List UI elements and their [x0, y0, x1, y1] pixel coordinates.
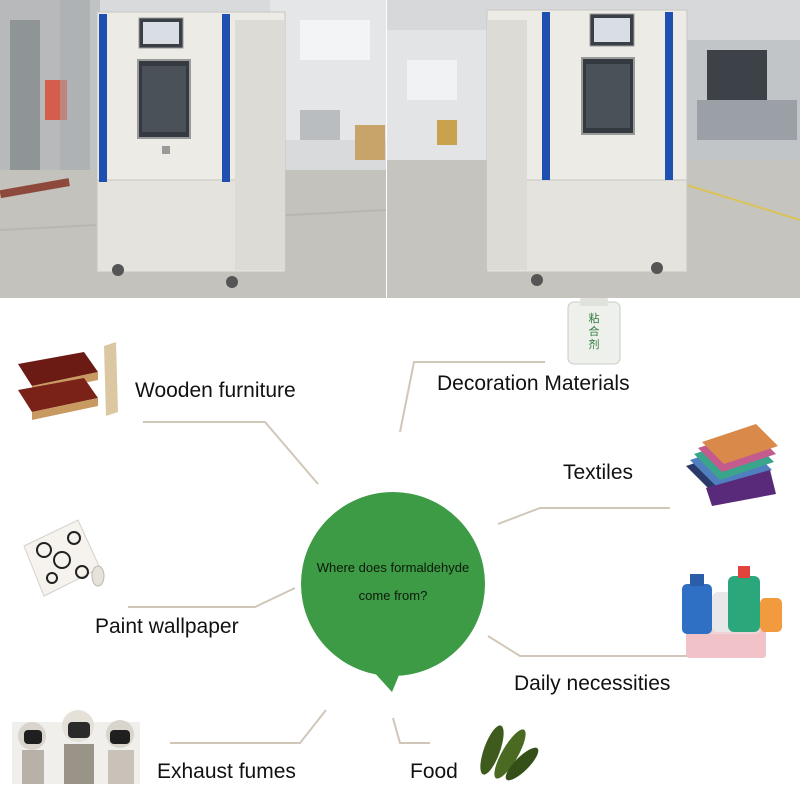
- label-paint-wallpaper: Paint wallpaper: [95, 615, 239, 638]
- fabric-swatch-icon: [686, 424, 778, 506]
- connector-decoration-materials: [399, 361, 545, 433]
- wallpaper-roll-icon: [23, 519, 105, 597]
- connector-food: [392, 717, 430, 744]
- bubble-circle: [301, 492, 485, 676]
- chamber-photo-right: [387, 0, 800, 298]
- connector-paint-wallpaper: [128, 587, 296, 608]
- adhesive-bucket-label: 粘合剂: [589, 311, 600, 351]
- connector-wooden-furniture: [143, 421, 319, 485]
- center-question-line2: come from?: [358, 588, 428, 603]
- label-daily-necessities: Daily necessities: [514, 672, 671, 695]
- adhesive-bucket-icon: 粘合剂: [567, 298, 621, 365]
- label-wooden-furniture: Wooden furniture: [135, 379, 296, 402]
- center-question-line1: Where does formaldehyde: [316, 560, 470, 575]
- connector-exhaust-fumes: [170, 709, 327, 744]
- connector-lines: [128, 361, 690, 744]
- center-bubble: [301, 492, 485, 692]
- connector-textiles: [497, 507, 670, 525]
- connector-daily-necessities: [487, 635, 690, 657]
- label-exhaust-fumes: Exhaust fumes: [157, 760, 296, 783]
- gas-mask-people-icon: [12, 710, 140, 784]
- pickled-cucumber-icon: [480, 725, 539, 781]
- label-food: Food: [410, 760, 458, 783]
- formaldehyde-sources-diagram: 粘合剂: [0, 298, 800, 790]
- label-decoration-materials: Decoration Materials: [437, 372, 630, 395]
- chamber-photo-left: [0, 0, 386, 298]
- label-textiles: Textiles: [563, 461, 634, 484]
- detergent-bottles-icon: [682, 566, 782, 658]
- plywood-icon: [18, 342, 118, 420]
